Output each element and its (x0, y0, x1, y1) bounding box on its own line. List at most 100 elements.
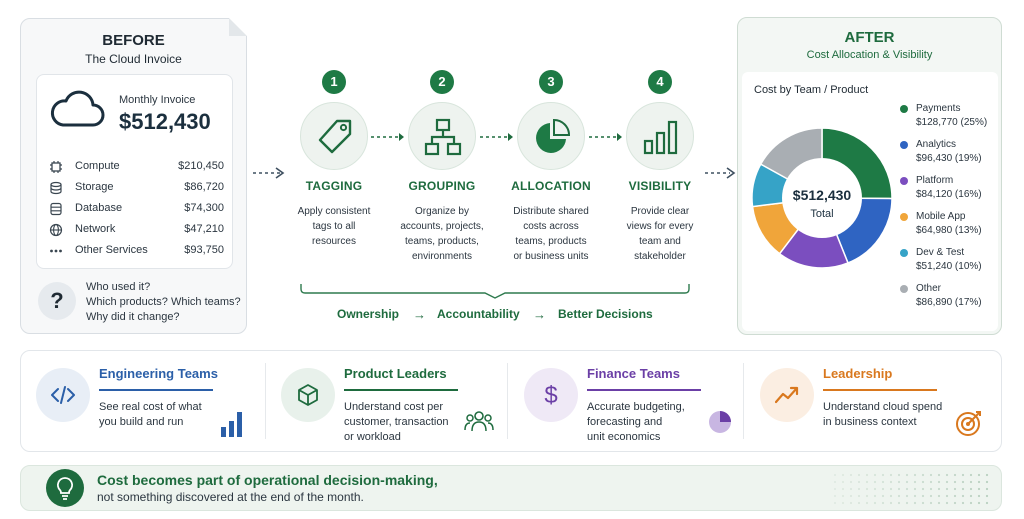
pattern-dot (977, 480, 981, 484)
step-description-line: Distribute shared (513, 206, 589, 217)
pattern-dot (873, 487, 877, 491)
pattern-dot (969, 501, 973, 505)
donut-chart: $512,430 Total (751, 127, 893, 269)
step-number: 2 (430, 70, 454, 94)
pattern-dot (985, 487, 989, 491)
pattern-dot (833, 487, 837, 491)
pattern-dot (881, 480, 885, 484)
audience-name: Finance Teams (587, 366, 680, 381)
page-fold-decoration (229, 18, 247, 36)
audience-description-line: you build and run (99, 416, 184, 428)
donut-center-label: Total (810, 208, 833, 220)
step-icon-circle (300, 102, 368, 170)
audience-name: Engineering Teams (99, 366, 218, 381)
pattern-dot (905, 473, 909, 477)
step-title: TAGGING (305, 179, 363, 193)
step-description-line: views for every (626, 221, 694, 232)
invoice-row: Other Services $93,750 (49, 243, 224, 259)
step-number: 1 (322, 70, 346, 94)
pattern-dot (897, 501, 901, 505)
step-description-line: or business units (513, 251, 589, 262)
donut-center-value: $512,430 (793, 187, 852, 203)
legend-swatch (900, 141, 908, 149)
before-subtitle: The Cloud Invoice (85, 52, 182, 66)
pattern-dot (913, 501, 917, 505)
step-title: GROUPING (408, 179, 476, 193)
bar-chart-icon (643, 120, 678, 155)
pattern-dot (961, 501, 965, 505)
people-icon (464, 411, 494, 432)
audience-underline (344, 389, 458, 391)
step-title: ALLOCATION (511, 179, 591, 193)
pattern-dot (921, 487, 925, 491)
step-description-line: Organize by (415, 206, 469, 217)
audience-icon-circle: $ (524, 368, 578, 422)
pattern-dot (841, 487, 845, 491)
pattern-dot (985, 473, 989, 477)
pattern-dot (841, 480, 845, 484)
step-description-line: environments (411, 251, 473, 262)
cube-icon (298, 384, 318, 406)
pattern-dot (953, 473, 957, 477)
step-description-line: tags to all (312, 221, 356, 232)
footer-subline: not something discovered at the end of t… (97, 490, 364, 504)
dashed-arrow-icon (253, 167, 285, 179)
divider (265, 363, 266, 439)
legend-swatch (900, 249, 908, 257)
question-line: Why did it change? (86, 311, 180, 323)
pie-icon (709, 411, 731, 433)
hierarchy-icon (424, 118, 462, 156)
step-description: Provide clear views for every team and s… (596, 204, 724, 264)
pattern-dot (897, 473, 901, 477)
pattern-dot (937, 480, 941, 484)
audience-description-line: forecasting and (587, 416, 663, 428)
pie-icon (536, 118, 571, 153)
pattern-dot (961, 480, 965, 484)
step-description-line: teams, products, (405, 236, 479, 247)
svg-text:$: $ (544, 383, 557, 407)
pattern-dot (841, 501, 845, 505)
audience-name: Product Leaders (344, 366, 447, 381)
pattern-dot (833, 480, 837, 484)
pattern-dot (929, 494, 933, 498)
dots-icon (50, 249, 62, 253)
audience-description: Understand cloud spend in business conte… (823, 400, 953, 430)
pattern-dot (897, 494, 901, 498)
pattern-dot (873, 480, 877, 484)
donut-hole (782, 158, 862, 238)
invoice-row-value: $210,450 (178, 160, 224, 172)
dashed-arrow-icon (705, 167, 736, 179)
pattern-dot (889, 473, 893, 477)
pattern-dot (857, 480, 861, 484)
audience-description-line: unit economics (587, 431, 661, 443)
invoice-questions: Who used it? Which products? Which teams… (86, 280, 241, 325)
pattern-dot (865, 473, 869, 477)
invoice-row-name: Network (75, 223, 116, 235)
audience-underline (823, 389, 937, 391)
lightbulb-icon-circle (46, 469, 84, 507)
pattern-dot (905, 487, 909, 491)
pattern-dot (969, 473, 973, 477)
step-number: 3 (539, 70, 563, 94)
pattern-dot (913, 480, 917, 484)
pattern-dot (857, 487, 861, 491)
pattern-dot (945, 501, 949, 505)
legend-value: $128,770 (25%) (916, 117, 988, 128)
legend-swatch (900, 105, 908, 113)
question-line: Which products? Which teams? (86, 296, 241, 308)
code-icon (51, 386, 75, 404)
audience-description: Understand cost per customer, transactio… (344, 400, 474, 445)
audience-leadership: Leadership Understand cloud spend in bus… (745, 351, 985, 451)
step-description: Apply consistent tags to all resources (270, 204, 398, 249)
question-line: Who used it? (86, 281, 151, 293)
before-title: BEFORE (102, 32, 165, 49)
pattern-dot (841, 494, 845, 498)
invoice-card: Monthly Invoice $512,430 Compute $210,45… (36, 74, 233, 269)
pattern-dot (913, 473, 917, 477)
legend-label: Dev & Test (916, 247, 965, 258)
step-visibility: 4 VISIBILITY Provide clear views for eve… (608, 70, 720, 270)
pattern-dot (833, 473, 837, 477)
legend-label: Platform (916, 175, 954, 186)
pattern-dot (953, 501, 957, 505)
pattern-dot (865, 480, 869, 484)
